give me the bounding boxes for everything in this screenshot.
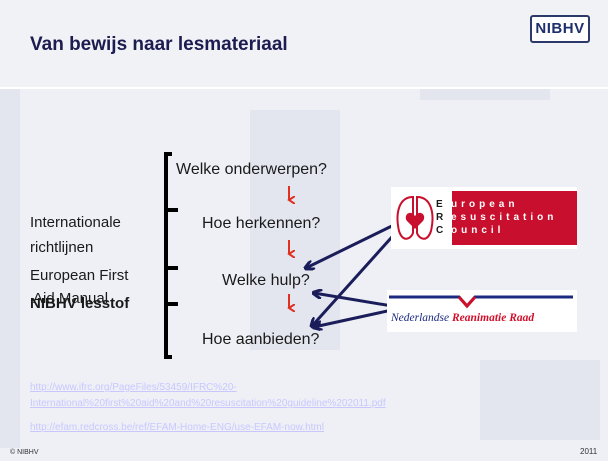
navy-arrow-nrr-to-aanbieden — [314, 308, 393, 327]
slide-title: Van bewijs naar lesmateriaal — [30, 34, 288, 55]
nrr-wordmark-part2: Reanimatie Raad — [452, 312, 535, 324]
erc-word-european: uropean — [451, 199, 519, 210]
heart-lungs-icon — [396, 195, 434, 240]
navy-arrow-erc-to-hulp — [306, 220, 401, 268]
question-aanbieden: Hoe aanbieden? — [202, 331, 320, 348]
link-ifrc-1[interactable]: http://www.ifrc.org/PageFiles/53459/IFRC… — [30, 382, 237, 393]
erc-word-resuscitation: esuscitation — [451, 212, 558, 223]
erc-initial-c: C — [436, 225, 444, 236]
navy-arrow-erc-to-aanbieden — [312, 226, 402, 326]
erc-initial-r: R — [436, 212, 444, 223]
label-european-first: European First — [30, 267, 129, 284]
nrr-logo: Nederlandse Reanimatie Raad — [387, 290, 577, 332]
left-brace — [164, 152, 178, 359]
link-efam[interactable]: http://efam.redcross.be/ref/EFAM-Home-EN… — [30, 422, 324, 433]
footer-year: 2011 — [580, 447, 598, 456]
label-richtlijnen: richtlijnen — [30, 239, 94, 256]
heartbeat-line-icon — [389, 295, 573, 309]
navy-arrow-nrr-to-hulp — [314, 293, 393, 308]
erc-initial-e: E — [436, 199, 443, 210]
nrr-wordmark-part1: Nederlandse — [391, 312, 450, 324]
label-aid-manual: Aid Manual — [33, 290, 109, 307]
erc-red-panel — [452, 191, 577, 245]
footer-copyright: © NIBHV — [10, 449, 39, 456]
question-hulp: Welke hulp? — [222, 272, 310, 289]
label-internationale: Internationale — [30, 214, 121, 231]
title-divider — [0, 87, 608, 89]
question-onderwerpen: Welke onderwerpen? — [176, 161, 327, 178]
label-nibhv-lesstof: NIBHV lesstof — [30, 295, 130, 312]
watermark-shape — [480, 360, 600, 440]
watermark-shape — [0, 88, 20, 448]
erc-word-council: ouncil — [451, 225, 505, 236]
link-ifrc-2[interactable]: International%20first%20aid%20and%20resu… — [30, 398, 386, 409]
title-band — [0, 0, 608, 88]
nibhv-logo: NIBHV — [530, 15, 590, 43]
nrr-wordmark: Nederlandse Reanimatie Raad — [391, 312, 534, 324]
question-herkennen: Hoe herkennen? — [202, 215, 321, 232]
